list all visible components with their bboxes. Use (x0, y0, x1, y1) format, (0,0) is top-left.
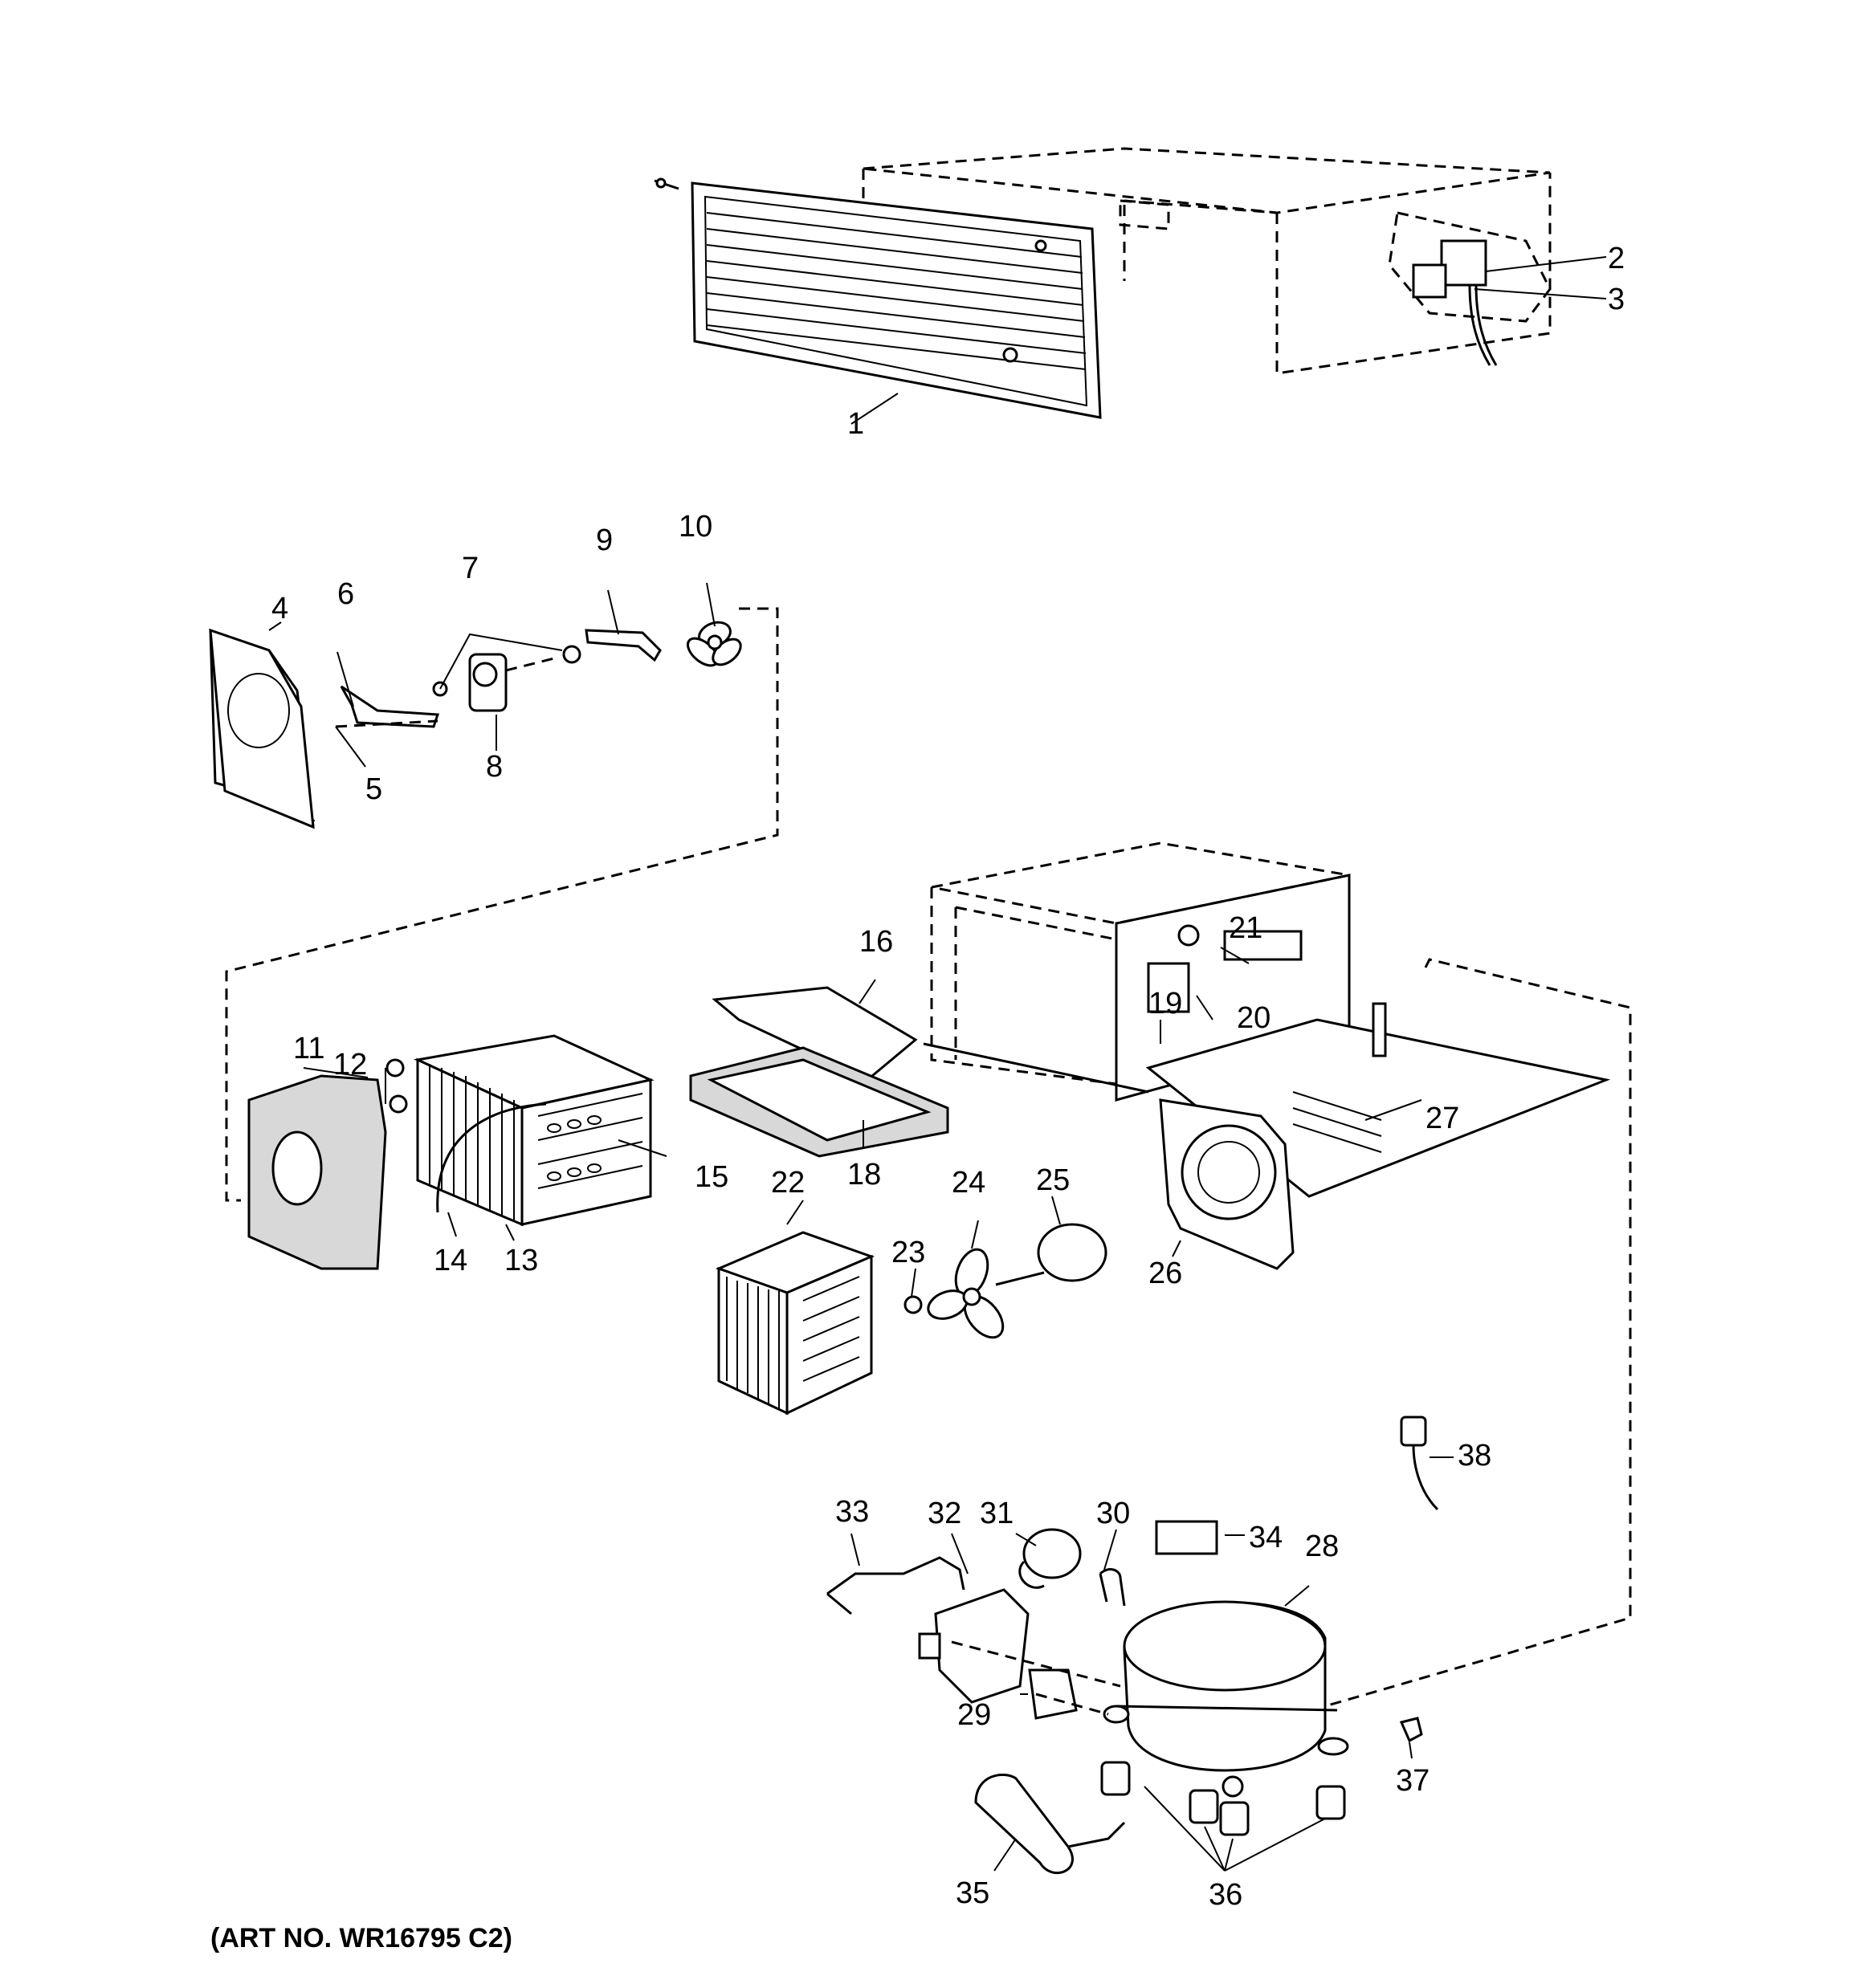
leaders-28-38 (850, 1456, 1454, 1872)
callout-1: 1 (847, 407, 864, 441)
callout-18: 18 (847, 1158, 881, 1192)
cabinet-outline (862, 147, 1552, 375)
leaders-4-10 (268, 582, 716, 768)
callout-25: 25 (1036, 1163, 1070, 1197)
callout-23: 23 (891, 1236, 925, 1269)
fan-motor-8 (432, 645, 581, 712)
callout-24: 24 (952, 1166, 985, 1200)
callout-31: 31 (980, 1497, 1014, 1530)
callout-3: 3 (1608, 283, 1625, 316)
callout-26: 26 (1148, 1257, 1182, 1290)
control-box-outline (930, 841, 1351, 1102)
callout-9: 9 (596, 523, 613, 557)
motor-bracket-9 (585, 629, 662, 662)
callout-5: 5 (365, 772, 382, 806)
grommets-36 (1100, 1761, 1346, 1836)
callout-29: 29 (957, 1698, 991, 1732)
relay-34 (1155, 1520, 1218, 1555)
fan-shroud-panel (209, 628, 316, 829)
evaporator-shroud-11 (247, 1074, 387, 1270)
callout-35: 35 (956, 1876, 989, 1910)
clip-30 (1099, 1568, 1126, 1607)
callout-21: 21 (1229, 911, 1262, 945)
drier-35 (974, 1773, 1126, 1875)
tray-18 (689, 1046, 949, 1158)
leader-1 (850, 393, 899, 425)
callout-12: 12 (333, 1048, 367, 1082)
callout-10: 10 (679, 510, 712, 544)
callout-22: 22 (771, 1166, 805, 1200)
callout-32: 32 (928, 1497, 961, 1530)
clip-37 (1399, 1717, 1423, 1743)
callout-11: 11 (293, 1032, 324, 1065)
callout-13: 13 (504, 1244, 538, 1277)
callout-36: 36 (1209, 1878, 1242, 1912)
front-grille (654, 177, 1102, 419)
callout-34: 34 (1249, 1521, 1283, 1554)
power-cord-38 (1400, 1416, 1439, 1511)
callout-30: 30 (1096, 1497, 1130, 1530)
leaders-19-27 (786, 947, 1422, 1297)
drain-fittings-12 (385, 1058, 408, 1114)
callout-2: 2 (1608, 242, 1625, 275)
art-number-caption: (ART NO. WR16795 C2) (210, 1923, 512, 1953)
relay-32 (918, 1588, 1030, 1704)
water-valve (1412, 239, 1498, 366)
screw-axis-5 (335, 719, 438, 728)
callout-27: 27 (1425, 1102, 1459, 1135)
callout-8: 8 (486, 750, 503, 784)
capacitor-31 (1018, 1528, 1082, 1589)
condenser-22 (715, 1231, 875, 1416)
callout-15: 15 (695, 1160, 728, 1194)
leaders-11-18 (303, 979, 876, 1241)
callout-38: 38 (1458, 1439, 1491, 1473)
callout-4: 4 (271, 592, 288, 625)
leader-3 (1474, 288, 1607, 299)
fan-blade-10 (686, 621, 742, 667)
fan-bracket-26 (1159, 1098, 1295, 1270)
leader-2 (1485, 256, 1607, 272)
compressor-28 (1103, 1600, 1349, 1798)
base-link-dashed (1324, 958, 1632, 1708)
callout-28: 28 (1305, 1530, 1339, 1563)
wire-clip-33 (826, 1556, 965, 1615)
assembly-link-dashed (225, 607, 779, 1202)
fan-bracket-6 (340, 685, 440, 728)
callout-33: 33 (835, 1495, 869, 1529)
fan-parts-23-25 (903, 1223, 1107, 1339)
callout-16: 16 (859, 925, 893, 959)
callout-6: 6 (337, 577, 354, 611)
evaporator-coil-13 (414, 1034, 655, 1227)
overload-29 (1028, 1668, 1078, 1720)
callout-7: 7 (462, 552, 479, 585)
callout-20: 20 (1237, 1001, 1270, 1035)
tray-16 (712, 986, 918, 1082)
compressor-link-dashed (951, 1640, 1121, 1716)
callout-14: 14 (434, 1244, 467, 1277)
callout-19: 19 (1148, 987, 1182, 1020)
callout-37: 37 (1396, 1764, 1430, 1798)
